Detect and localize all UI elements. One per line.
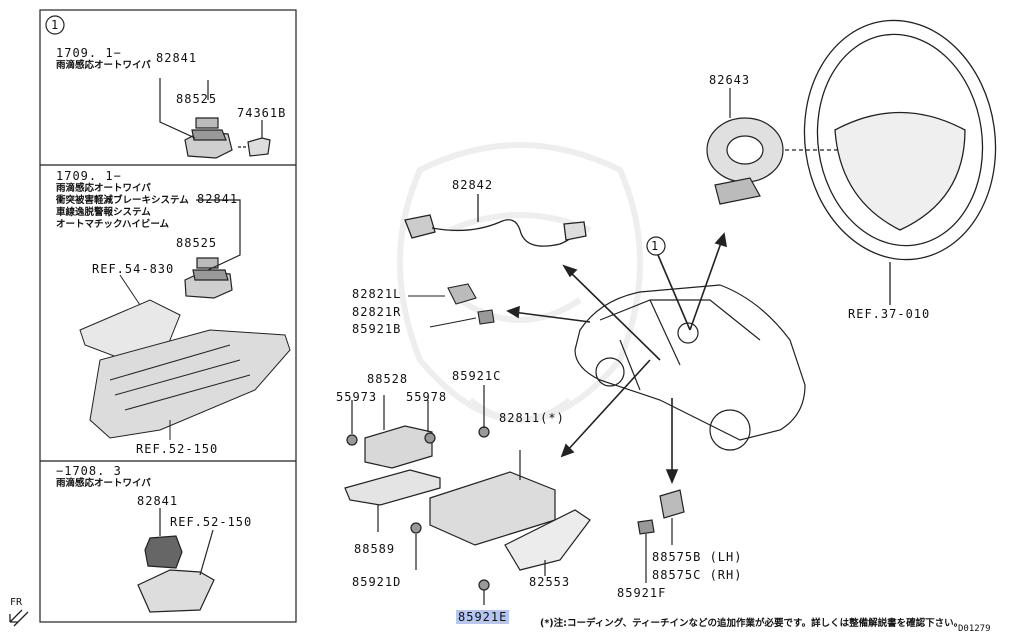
leader-arrows xyxy=(506,232,728,485)
part-label-82841-bot[interactable]: 82841 xyxy=(137,494,179,508)
callout-circle xyxy=(45,15,65,35)
part-label-88575c[interactable]: 88575C (RH) xyxy=(652,568,743,582)
ref-label-52-150-bot[interactable]: REF.52-150 xyxy=(170,515,253,529)
rain-sensor-mid xyxy=(184,199,241,299)
part-label-55978[interactable]: 55978 xyxy=(406,390,448,404)
part-label-88589[interactable]: 88589 xyxy=(354,542,396,556)
part-label-88525-mid[interactable]: 88525 xyxy=(176,236,218,250)
footer-note: (*)注:コーディング、ティーチインなどの追加作業が必要です。詳しくは整備解説書… xyxy=(540,618,964,629)
fr-arrow-icon xyxy=(9,609,29,627)
vehicle-outline xyxy=(574,284,806,451)
fr-label: FR xyxy=(10,597,23,608)
inset-top-desc: 雨滴感応オートワイパ xyxy=(56,60,151,71)
rain-sensor-top xyxy=(159,78,271,159)
part-label-85921d[interactable]: 85921D xyxy=(352,575,402,589)
clock-spring xyxy=(706,88,840,205)
part-label-88575b[interactable]: 88575B (LH) xyxy=(652,550,743,564)
part-label-82841-mid[interactable]: 82841 xyxy=(197,192,239,206)
part-label-88528[interactable]: 88528 xyxy=(367,372,409,386)
part-label-85921b[interactable]: 85921B xyxy=(352,322,402,336)
part-label-85921c[interactable]: 85921C xyxy=(452,369,502,383)
side-sensor xyxy=(637,489,685,583)
callout-number-main: 1 xyxy=(651,239,660,253)
inset-mid-date: 1709. 1− xyxy=(56,169,122,183)
inset-bot-desc: 雨滴感応オートワイパ xyxy=(56,478,151,489)
connector-82821 xyxy=(408,283,495,328)
watermark-emblem xyxy=(397,142,643,423)
part-label-82821r[interactable]: 82821R xyxy=(352,305,402,319)
part-label-82821l[interactable]: 82821L xyxy=(352,287,402,301)
steering-wheel xyxy=(803,19,997,305)
part-label-74361b[interactable]: 74361B xyxy=(237,106,287,120)
inset-bot-date: −1708. 3 xyxy=(56,464,122,478)
inset-mid-desc-3: 車線逸脱警報システム xyxy=(56,207,151,218)
wiring-harness xyxy=(404,194,587,247)
part-label-85921f[interactable]: 85921F xyxy=(617,586,667,600)
diagram-id: D01279 xyxy=(958,624,991,634)
part-label-82811[interactable]: 82811(*) xyxy=(499,411,565,425)
part-label-88525-top[interactable]: 88525 xyxy=(176,92,218,106)
part-label-82553[interactable]: 82553 xyxy=(529,575,571,589)
callout-number: 1 xyxy=(51,18,60,32)
overhead-console xyxy=(79,299,291,439)
part-label-82643[interactable]: 82643 xyxy=(709,73,751,87)
airbag-module xyxy=(344,385,591,605)
ref-label-54-830[interactable]: REF.54-830 xyxy=(92,262,175,276)
inset-top-date: 1709. 1− xyxy=(56,46,122,60)
inset-mid-desc-1: 雨滴感応オートワイパ xyxy=(56,183,151,194)
part-label-85921e-highlighted[interactable]: 85921E xyxy=(456,610,510,624)
inset-mid-desc-4: オートマチックハイビーム xyxy=(56,219,170,230)
ref-label-52-150-mid[interactable]: REF.52-150 xyxy=(136,442,219,456)
inset-frame xyxy=(39,9,297,623)
callout-circle-main xyxy=(646,236,666,256)
inset-mid-desc-2: 衝突被害軽減ブレーキシステム xyxy=(56,195,189,206)
rain-sensor-bottom xyxy=(137,508,215,613)
part-label-55973[interactable]: 55973 xyxy=(336,390,378,404)
part-label-82841-top[interactable]: 82841 xyxy=(156,51,198,65)
part-label-82842[interactable]: 82842 xyxy=(452,178,494,192)
ref-label-37-010[interactable]: REF.37-010 xyxy=(848,307,931,321)
